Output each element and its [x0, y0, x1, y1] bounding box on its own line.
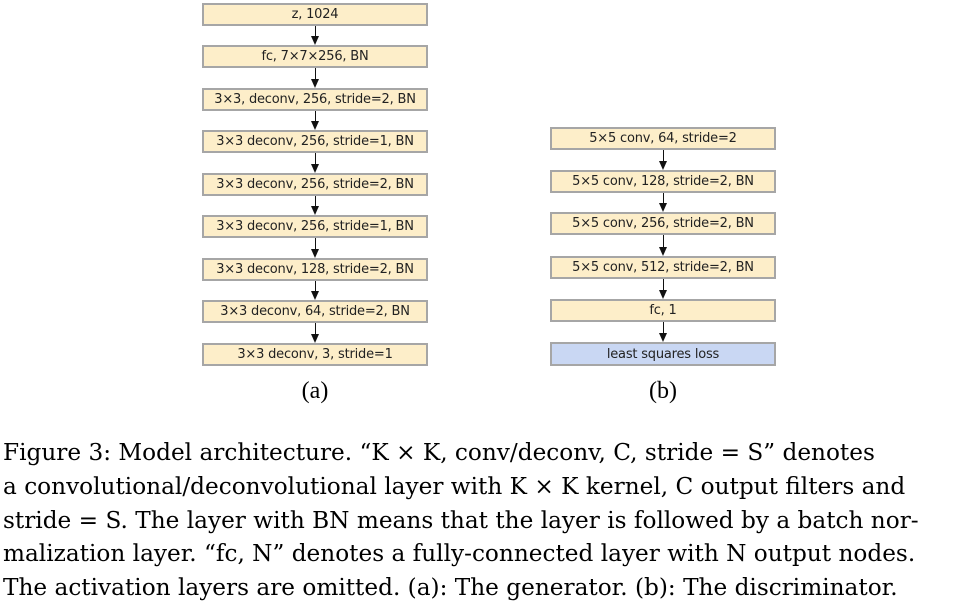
generator-block-3: 3×3, deconv, 256, stride=2, BN [202, 88, 428, 111]
caption-line-4: malization layer. “fc, N” denotes a full… [3, 540, 916, 568]
generator-arrow-3 [310, 111, 322, 130]
caption-line-5: The activation layers are omitted. (a): … [3, 574, 898, 602]
generator-arrow-1 [310, 26, 322, 45]
generator-block-5: 3×3 deconv, 256, stride=2, BN [202, 173, 428, 196]
generator-block-9: 3×3 deconv, 3, stride=1 [202, 343, 428, 366]
caption-line-2: a convolutional/deconvolutional layer wi… [3, 472, 906, 500]
discriminator-arrow-1 [658, 150, 670, 170]
generator-block-6: 3×3 deconv, 256, stride=1, BN [202, 215, 428, 238]
discriminator-arrow-2 [658, 193, 670, 212]
figure-caption: Figure 3: Model architecture. “K × K, co… [3, 436, 978, 605]
discriminator-arrow-4 [658, 279, 670, 299]
generator-arrow-5 [310, 196, 322, 215]
caption-line-3: stride = S. The layer with BN means that… [3, 506, 919, 534]
discriminator-block-3: 5×5 conv, 256, stride=2, BN [550, 212, 776, 235]
discriminator-arrow-3 [658, 235, 670, 256]
generator-arrow-4 [310, 153, 322, 173]
discriminator-loss-block: least squares loss [550, 342, 776, 366]
generator-block-4: 3×3 deconv, 256, stride=1, BN [202, 130, 428, 153]
generator-block-2: fc, 7×7×256, BN [202, 45, 428, 68]
generator-block-8: 3×3 deconv, 64, stride=2, BN [202, 300, 428, 323]
generator-arrow-2 [310, 68, 322, 88]
discriminator-block-5: fc, 1 [550, 299, 776, 322]
generator-block-1: z, 1024 [202, 3, 428, 26]
discriminator-arrow-5 [658, 322, 670, 342]
generator-sublabel: (a) [301, 378, 329, 404]
generator-arrow-7 [310, 281, 322, 300]
generator-block-7: 3×3 deconv, 128, stride=2, BN [202, 258, 428, 281]
discriminator-block-2: 5×5 conv, 128, stride=2, BN [550, 170, 776, 193]
generator-arrow-8 [310, 323, 322, 343]
discriminator-block-1: 5×5 conv, 64, stride=2 [550, 127, 776, 150]
generator-arrow-6 [310, 238, 322, 258]
discriminator-block-4: 5×5 conv, 512, stride=2, BN [550, 256, 776, 279]
discriminator-sublabel: (b) [649, 378, 677, 404]
caption-line-1: Figure 3: Model architecture. “K × K, co… [3, 439, 875, 466]
